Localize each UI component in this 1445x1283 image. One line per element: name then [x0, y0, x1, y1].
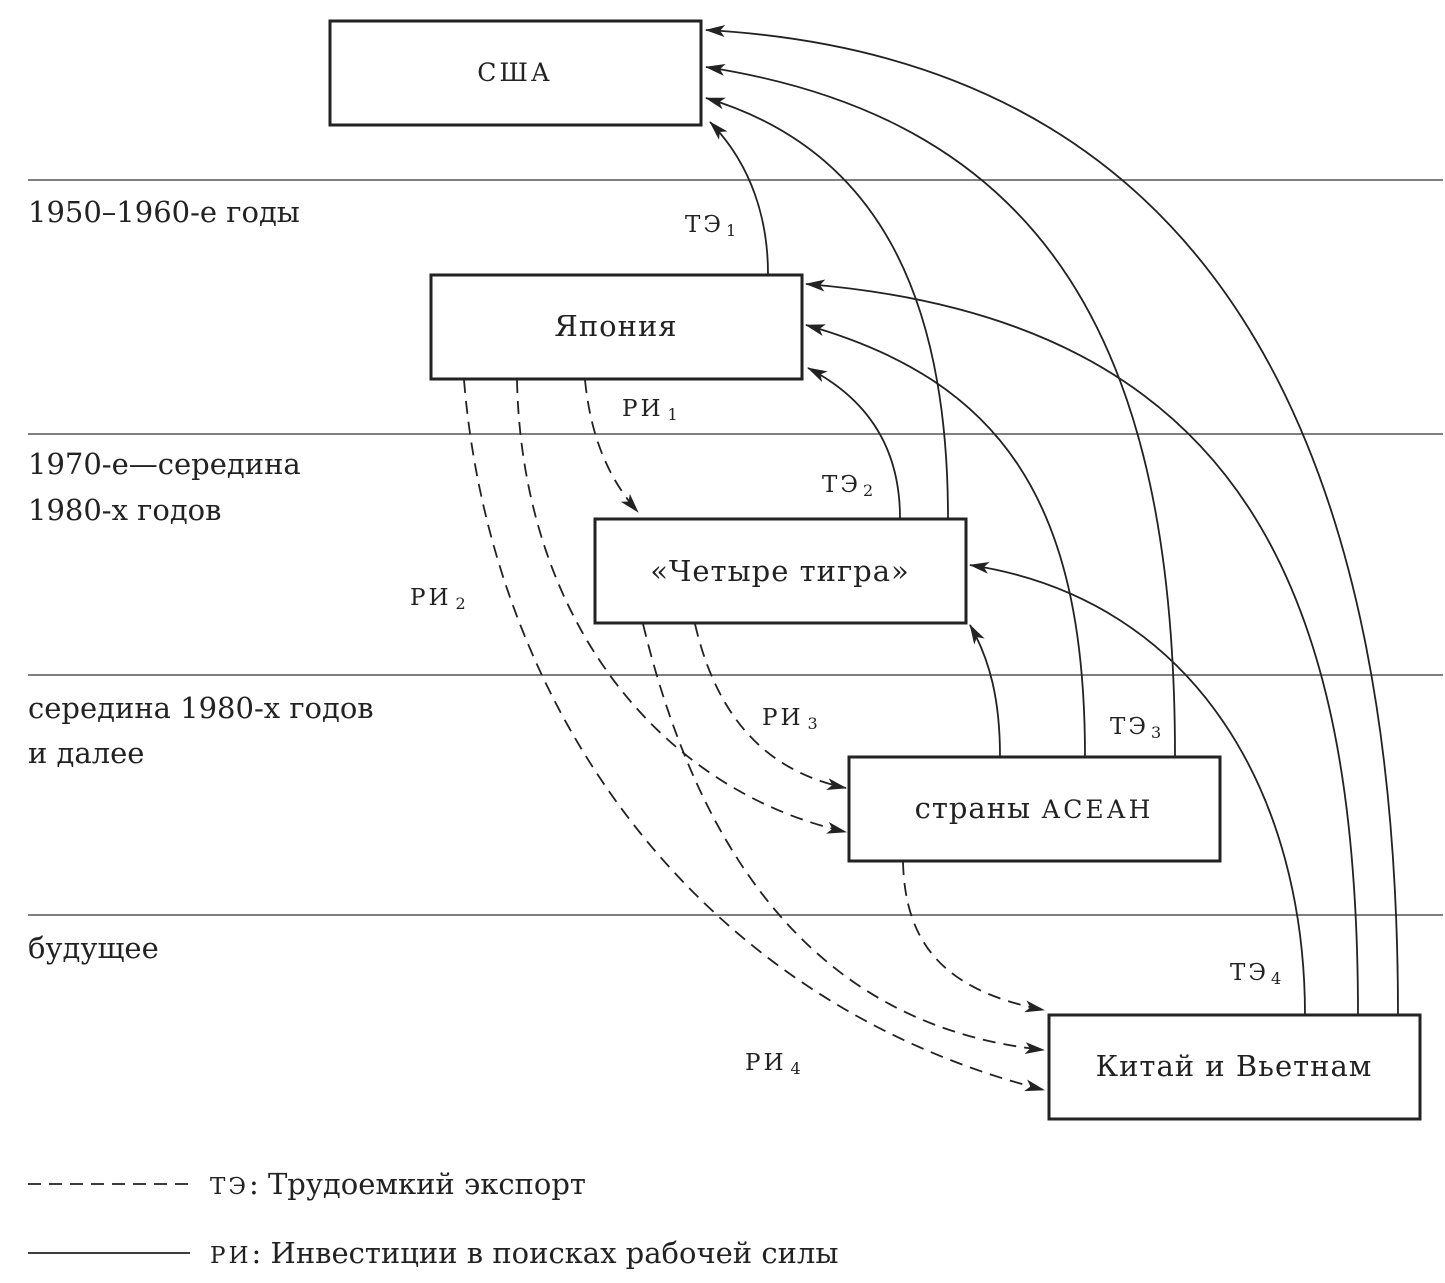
box-china-vietnam-label: Китай и Вьетнам: [1096, 1049, 1373, 1083]
box-china-vietnam: [1047, 1013, 1422, 1121]
box-four-tigers: [593, 517, 968, 625]
box-asean-label: страны АСЕАН: [915, 791, 1154, 825]
solid-arrow-japan-to-usa: [709, 121, 769, 275]
solid-arrow-china-to-tigers: [969, 561, 1306, 1016]
solid-arrow-asean-to-japan: [805, 324, 1086, 757]
dashed-arrow-japan-to-tigers: [584, 379, 639, 513]
legend-dashed-label: ТЭ: Трудоемкий экспорт: [210, 1167, 586, 1201]
dashed-arrow-asean-to-china: [902, 861, 1045, 1013]
period-label-2-line-1: 1970-е—середина: [28, 447, 301, 481]
period-label-3-line-1: середина 1980-х годов: [28, 691, 374, 725]
solid-arrow-china-to-japan: [805, 279, 1359, 1016]
solid-arrow-tigers-to-japan: [807, 367, 901, 519]
period-label-3-line-2: и далее: [28, 736, 144, 770]
box-asean: [847, 755, 1222, 863]
solid-arrow-asean-to-tigers: [969, 624, 1001, 757]
dashed-arrow-tigers-to-asean: [694, 623, 847, 790]
solid-arrow-china-to-usa: [705, 25, 1399, 1016]
solid-arrow-asean-to-usa: [705, 63, 1176, 757]
box-japan: [429, 273, 804, 381]
solid-arrow-tigers-to-usa: [705, 97, 949, 519]
box-usa: [328, 19, 703, 127]
box-four-tigers-label: «Четыре тигра»: [650, 554, 910, 588]
legend-solid-label: РИ: Инвестиции в поисках рабочей силы: [210, 1236, 838, 1270]
period-label-1: 1950–1960-е годы: [28, 195, 300, 229]
box-japan-label: Япония: [554, 309, 677, 343]
dashed-arrow-japan-to-china: [463, 379, 1045, 1092]
period-label-4: будущее: [28, 931, 159, 965]
box-usa-label: США: [477, 58, 553, 87]
period-label-2-line-2: 1980-х годов: [28, 493, 221, 527]
dashed-arrow-japan-to-asean: [516, 379, 847, 834]
dashed-arrow-tigers-to-china: [642, 623, 1045, 1055]
